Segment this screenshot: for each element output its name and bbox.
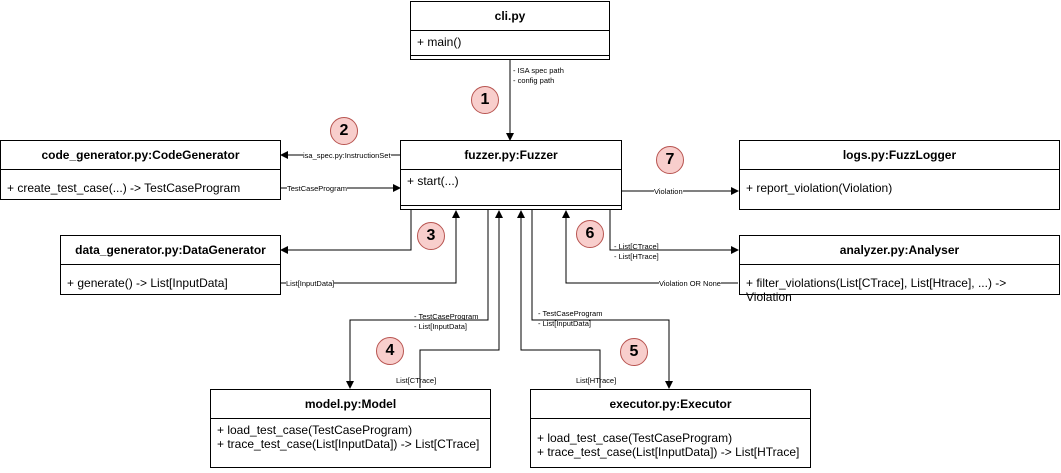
method-create-test-case: + create_test_case(...) -> TestCaseProgr…: [7, 181, 241, 195]
method-start: + start(...): [407, 174, 459, 188]
class-box-data-generator: data_generator.py:DataGenerator + genera…: [60, 235, 281, 295]
edge-label-executor-input-data: - List[InputData]: [538, 319, 591, 328]
edge-executor-to-fuzzer: [517, 210, 601, 388]
class-title-cli: cli.py: [411, 2, 609, 31]
class-title-fuzzer: fuzzer.py:Fuzzer: [401, 141, 621, 170]
edge-datagen-to-fuzzer: [281, 210, 460, 284]
edge-label-model-input-data: - List[InputData]: [414, 322, 467, 331]
method-report-violation: + report_violation(Violation): [746, 181, 893, 195]
step-badge-5: 5: [620, 338, 648, 366]
class-members-analyzer: + filter_violations(List[CTrace], List[H…: [740, 265, 1059, 308]
class-title-code-generator: code_generator.py:CodeGenerator: [1, 141, 280, 170]
class-title-model: model.py:Model: [211, 390, 490, 419]
edge-label-isa-spec-path: - ISA spec path: [513, 66, 564, 75]
class-members-data-generator: + generate() -> List[InputData]: [61, 265, 280, 294]
edge-fuzzer-to-analyzer: [609, 210, 739, 254]
class-members-cli: + main(): [411, 31, 609, 53]
method-load-test-case: + load_test_case(TestCaseProgram): [537, 431, 733, 445]
edge-label-test-case-program: TestCaseProgram: [287, 184, 348, 193]
edge-fuzzer-to-datagen: [280, 210, 412, 254]
class-title-analyzer: analyzer.py:Analyser: [740, 236, 1059, 265]
step-badge-6: 6: [576, 220, 604, 248]
method-load-test-case: + load_test_case(TestCaseProgram): [217, 423, 413, 437]
edge-label-config-path: - config path: [513, 76, 555, 85]
class-box-cli: cli.py + main(): [410, 1, 610, 60]
class-box-code-generator: code_generator.py:CodeGenerator + create…: [0, 140, 281, 200]
step-badge-2: 2: [330, 117, 358, 145]
class-members-logs: + report_violation(Violation): [740, 170, 1059, 199]
step-badge-1: 1: [471, 86, 499, 114]
edge-label-input-data: List[InputData]: [286, 279, 335, 288]
class-title-executor: executor.py:Executor: [531, 390, 810, 419]
class-title-data-generator: data_generator.py:DataGenerator: [61, 236, 280, 265]
step-badge-3: 3: [417, 222, 445, 250]
class-box-analyzer: analyzer.py:Analyser + filter_violations…: [739, 235, 1060, 304]
method-trace-test-case: + trace_test_case(List[InputData]) -> Li…: [217, 437, 480, 451]
edge-model-to-fuzzer: [419, 210, 503, 388]
class-box-fuzzer: fuzzer.py:Fuzzer + start(...): [400, 140, 622, 210]
class-box-executor: executor.py:Executor + load_test_case(Te…: [530, 389, 811, 468]
edge-label-executor-htrace: List[HTrace]: [576, 376, 617, 385]
class-members-code-generator: + create_test_case(...) -> TestCaseProgr…: [1, 170, 280, 199]
method-generate: + generate() -> List[InputData]: [67, 276, 228, 290]
edge-label-violation-or-none: Violation OR None: [659, 279, 721, 288]
method-filter-violations: + filter_violations(List[CTrace], List[H…: [746, 276, 1007, 304]
edge-label-htrace-list: - List[HTrace]: [614, 252, 659, 261]
edge-fuzzer-to-model: [346, 210, 489, 389]
edge-label-ctrace-list: - List[CTrace]: [614, 242, 659, 251]
edge-fuzzer-to-executor: [531, 210, 673, 389]
step-badge-7: 7: [656, 146, 684, 174]
edge-label-violation: Violation: [654, 187, 683, 196]
class-members-executor: + load_test_case(TestCaseProgram) + trac…: [531, 419, 810, 463]
edge-label-instruction-set: isa_spec.py:InstructionSet: [303, 151, 391, 160]
class-footer-divider: [401, 205, 621, 206]
class-members-fuzzer: + start(...): [401, 170, 621, 192]
class-box-logs: logs.py:FuzzLogger + report_violation(Vi…: [739, 140, 1060, 210]
class-members-model: + load_test_case(TestCaseProgram) + trac…: [211, 419, 490, 455]
step-badge-4: 4: [376, 337, 404, 365]
edge-label-executor-test-case-program: - TestCaseProgram: [538, 309, 603, 318]
method-trace-test-case: + trace_test_case(List[InputData]) -> Li…: [537, 445, 800, 459]
class-title-logs: logs.py:FuzzLogger: [740, 141, 1059, 170]
method-main: + main(): [417, 35, 462, 49]
class-box-model: model.py:Model + load_test_case(TestCase…: [210, 389, 491, 468]
edge-label-model-test-case-program: - TestCaseProgram: [414, 312, 479, 321]
edge-label-model-ctrace: List[CTrace]: [396, 376, 437, 385]
class-footer-divider: [411, 55, 609, 56]
